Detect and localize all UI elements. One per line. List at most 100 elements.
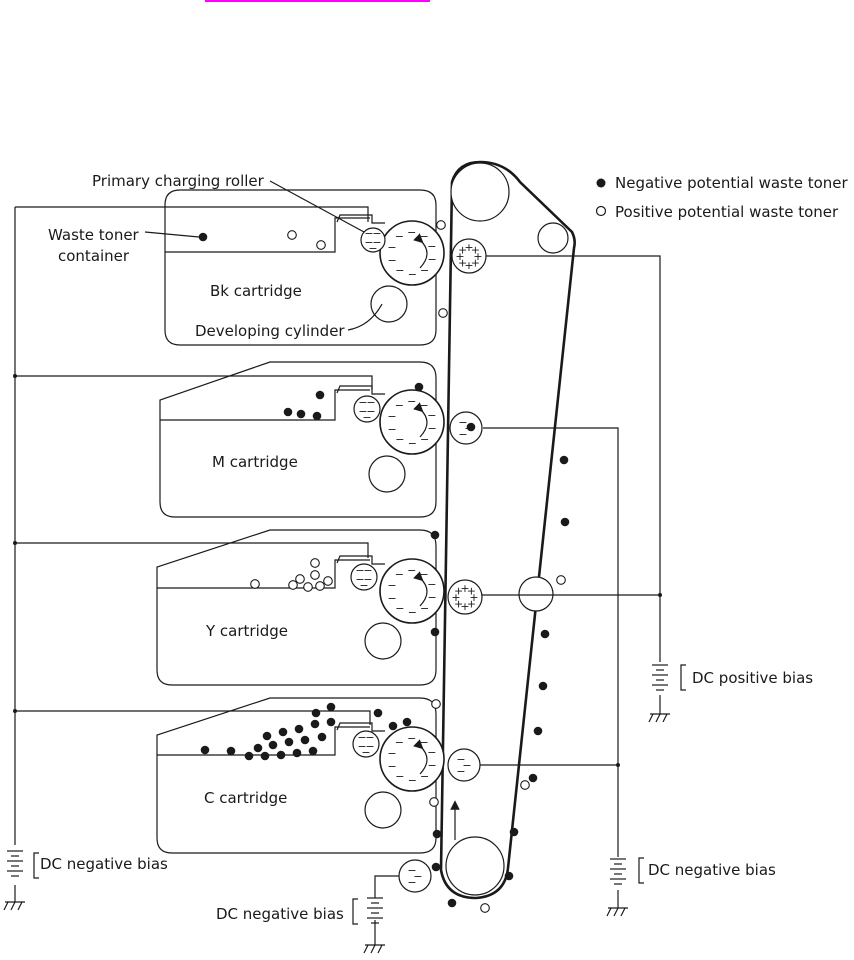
positive-toner-dot	[287, 230, 297, 240]
negative-toner-dot	[284, 737, 294, 747]
drum-minus-sign: −	[395, 433, 404, 446]
negative-toner-dot	[226, 746, 236, 756]
waste-toner-particles	[198, 220, 570, 913]
negative-toner-dot	[447, 898, 457, 908]
drum-minus-sign: −	[419, 568, 428, 581]
y-cartridge	[156, 529, 437, 686]
drum-minus-sign: −	[387, 241, 396, 254]
battery-icon	[7, 664, 668, 924]
drum-minus-sign: −	[427, 409, 436, 422]
drum-minus-sign: −	[427, 591, 436, 604]
bk-cartridge-label: Bk cartridge	[210, 282, 302, 300]
negative-toner-dot	[296, 409, 306, 419]
negative-toner-dot	[431, 862, 441, 872]
c-cartridge-label: C cartridge	[204, 789, 287, 807]
negative-toner-dot	[292, 748, 302, 758]
positive-toner-dot	[250, 579, 260, 589]
negative-toner-dot	[559, 455, 569, 465]
charging-roller-minus-sign: −	[355, 564, 364, 577]
positive-toner-dot	[431, 699, 441, 709]
roller-minus-sign: −	[407, 876, 416, 889]
bias-wiring	[13, 206, 662, 945]
drum-bk	[379, 220, 445, 286]
charging-roller-minus-sign: −	[368, 242, 377, 255]
positive-toner-dot	[429, 797, 439, 807]
developing-cylinders	[364, 285, 408, 829]
positive-toner-dot	[310, 558, 320, 568]
drum-minus-sign: −	[395, 770, 404, 783]
negative-toner-dot	[200, 745, 210, 755]
negative-toner-dot	[244, 751, 254, 761]
drum-minus-sign: −	[408, 774, 417, 787]
charging-roller-minus-sign: −	[361, 746, 370, 759]
roller-minus-sign: −	[456, 753, 465, 766]
drum-minus-sign: −	[419, 399, 428, 412]
drum-c	[379, 726, 445, 792]
transfer-roller-plus-sign: +	[473, 250, 482, 263]
negative-toner-legend-label: Negative potential waste toner	[615, 174, 849, 192]
belt-drive-roller-bottom	[445, 836, 505, 896]
drum-minus-sign: −	[407, 226, 416, 239]
transfer-belt	[439, 160, 576, 900]
transfer-roller-plus-sign: +	[454, 585, 463, 598]
drum-minus-sign: −	[419, 230, 428, 243]
drum-minus-sign: −	[407, 395, 416, 408]
positive-toner-dot	[438, 308, 448, 318]
charging-roller-minus-sign: −	[359, 579, 368, 592]
transfer-roller-plus-sign: +	[471, 256, 480, 269]
positive-toner-dot	[323, 576, 333, 586]
positive-toner-dot	[310, 570, 320, 580]
cleaning-blades	[336, 214, 385, 732]
transfer-roller-plus-sign: +	[460, 600, 469, 613]
drum-minus-sign: −	[387, 747, 396, 760]
drum-minus-sign: −	[395, 568, 404, 581]
negative-toner-dot	[294, 724, 304, 734]
negative-toner-dot	[430, 627, 440, 637]
charging-roller-minus-sign: −	[355, 573, 364, 586]
negative-toner-dot	[414, 382, 424, 392]
drum-minus-sign: −	[427, 759, 436, 772]
positive-toner-dot	[315, 581, 325, 591]
negative-toner-dot	[268, 740, 278, 750]
transfer-roller-plus-sign: +	[460, 582, 469, 595]
charge-signs: −−−−−−−−−−−−−−−−−−−−−−−−−−−−−−−−−−−−−−−−…	[355, 226, 482, 889]
negative-toner-dot	[310, 719, 320, 729]
charging-roller-minus-sign: −	[365, 731, 374, 744]
drum-minus-sign: −	[420, 433, 429, 446]
transfer-roller-plus-sign: +	[467, 585, 476, 598]
positive-toner-dot	[480, 903, 490, 913]
negative-toner-dot	[538, 681, 548, 691]
drum-minus-sign: −	[395, 230, 404, 243]
positive-toner-dot	[556, 575, 566, 585]
primary-charging-rollers	[350, 227, 386, 758]
roller-minus-sign: −	[462, 759, 471, 772]
positive-toner-dot	[436, 220, 446, 230]
negative-toner-dot	[528, 773, 538, 783]
charging-roller-minus-sign: −	[365, 740, 374, 753]
negative-toner-dot	[540, 629, 550, 639]
drum-minus-sign: −	[427, 240, 436, 253]
drum-m	[379, 389, 445, 455]
negative-toner-dot	[198, 232, 208, 242]
negative-toner-dot	[388, 721, 398, 731]
drum-minus-sign: −	[395, 264, 404, 277]
transfer-roller-plus-sign: +	[454, 597, 463, 610]
drum-minus-sign: −	[427, 253, 436, 266]
drum-y	[379, 558, 445, 624]
transfer-roller-plus-sign: +	[458, 256, 467, 269]
ground-icon	[3, 713, 670, 954]
positive-toner-legend-icon	[595, 205, 607, 217]
negative-toner-dot	[402, 717, 412, 727]
drum-minus-sign: −	[420, 264, 429, 277]
transfer-roller-plus-sign: +	[451, 591, 460, 604]
negative-toner-dot	[326, 717, 336, 727]
drum-minus-sign: −	[427, 422, 436, 435]
negative-toner-dot	[504, 871, 514, 881]
charging-roller-minus-sign: −	[358, 405, 367, 418]
drum-minus-sign: −	[420, 770, 429, 783]
drum-minus-sign: −	[407, 732, 416, 745]
roller-minus-sign: −	[456, 765, 465, 778]
roller-minus-sign: −	[458, 416, 467, 429]
drum-minus-sign: −	[408, 268, 417, 281]
